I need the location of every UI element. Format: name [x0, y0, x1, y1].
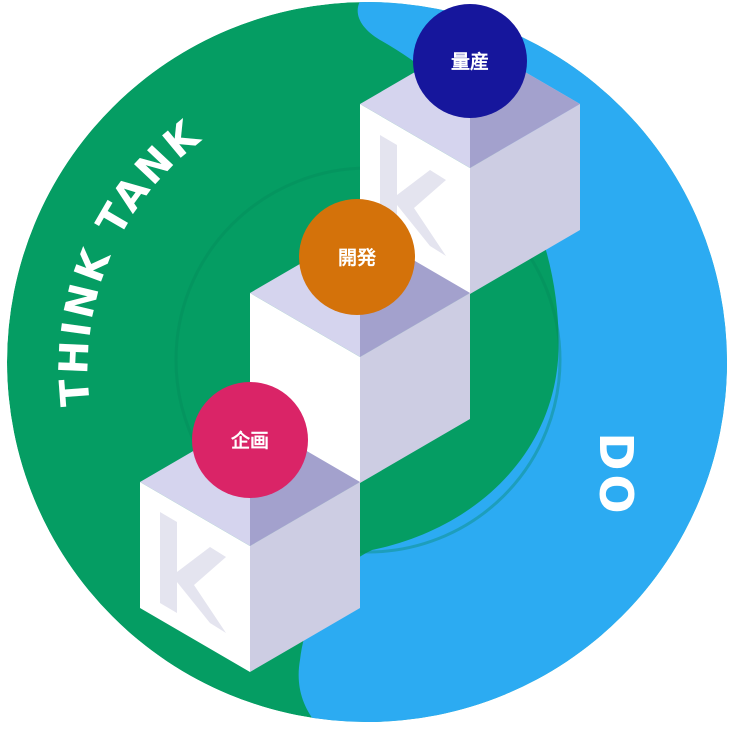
badge-development-label: 開発 — [338, 246, 377, 269]
badge-mass-production-circle — [413, 4, 527, 118]
badge-mass-production-label: 量産 — [451, 50, 489, 73]
badge-planning: 企画 — [192, 382, 308, 498]
badge-mass-production: 量産 — [413, 4, 527, 118]
badge-development-circle — [299, 199, 415, 315]
do-label: DO — [589, 432, 643, 517]
badge-planning-circle — [192, 382, 308, 498]
badge-planning-label: 企画 — [230, 429, 269, 452]
k-logo-icon — [160, 512, 226, 633]
blue-do-region — [298, 2, 727, 722]
badge-development: 開発 — [299, 199, 415, 315]
